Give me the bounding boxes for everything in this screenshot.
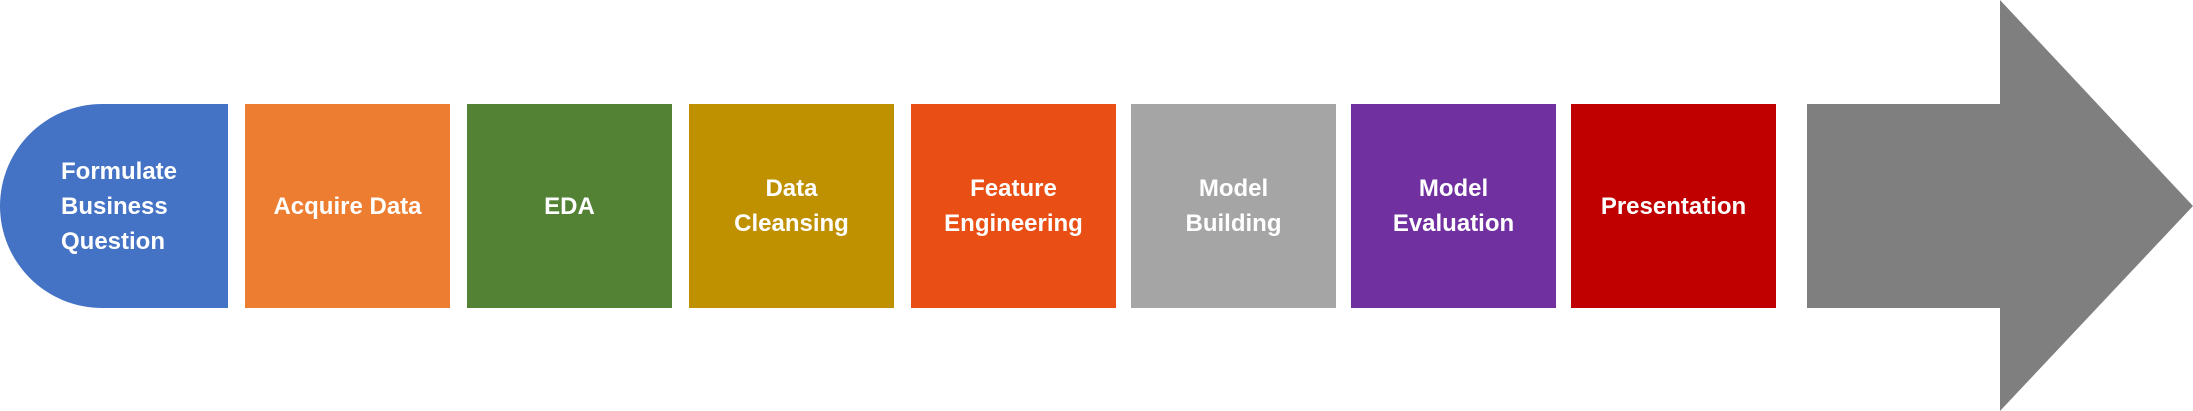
step-presentation: Presentation <box>1571 104 1776 308</box>
arrow-shape <box>1807 0 2193 411</box>
step-data-cleansing: Data Cleansing <box>689 104 894 308</box>
step-formulate-business-question: Formulate Business Question <box>0 104 228 308</box>
step-eda: EDA <box>467 104 672 308</box>
arrow-polygon <box>1807 0 2193 411</box>
step-model-building: Model Building <box>1131 104 1336 308</box>
step-model-evaluation: Model Evaluation <box>1351 104 1556 308</box>
step-acquire-data: Acquire Data <box>245 104 450 308</box>
step-feature-engineering: Feature Engineering <box>911 104 1116 308</box>
